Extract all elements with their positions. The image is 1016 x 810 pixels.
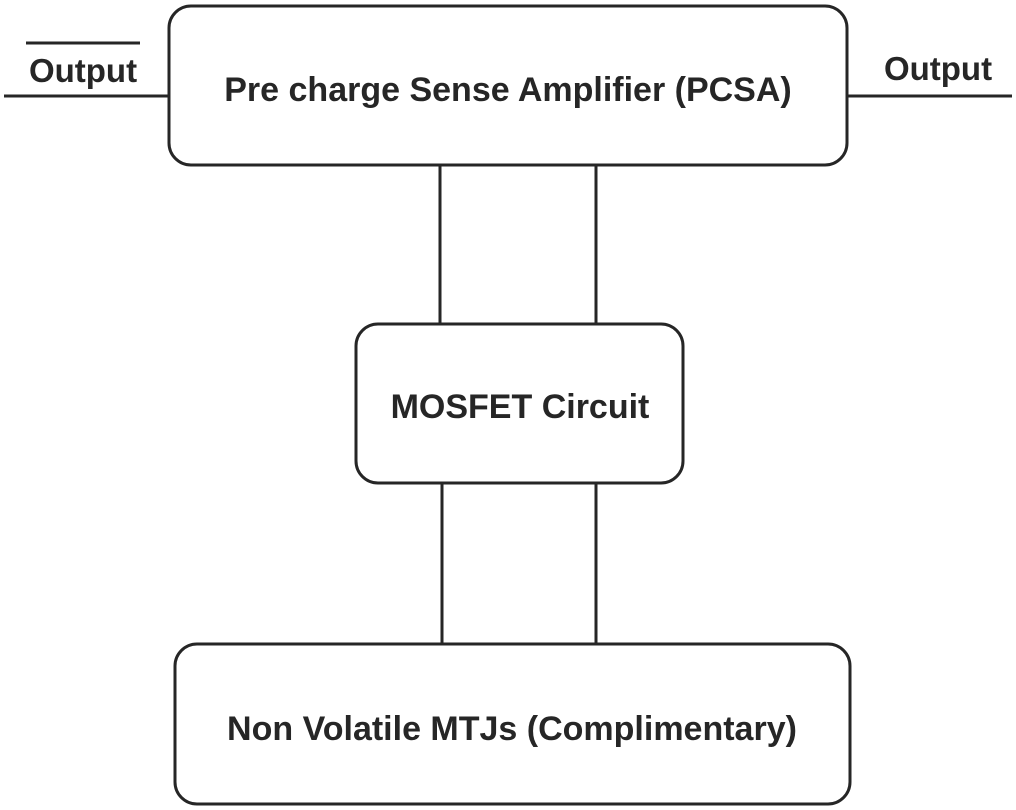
mtj-box: [173, 642, 852, 806]
pcsa-box: [167, 4, 849, 167]
output-bar-port: Output: [26, 41, 140, 89]
mtj-block: Non Volatile MTJs (Complimentary): [173, 642, 852, 806]
mtj-label: Non Volatile MTJs (Complimentary): [227, 710, 797, 748]
output-bar-label: Output: [29, 52, 137, 89]
pcsa-block: Pre charge Sense Amplifier (PCSA): [167, 4, 849, 167]
output-label: Output: [884, 50, 992, 87]
mosfet-box: [354, 322, 685, 485]
mosfet-label: MOSFET Circuit: [391, 388, 650, 426]
output-port: Output: [884, 50, 992, 87]
mosfet-block: MOSFET Circuit: [354, 322, 685, 485]
pcsa-label: Pre charge Sense Amplifier (PCSA): [224, 71, 791, 109]
